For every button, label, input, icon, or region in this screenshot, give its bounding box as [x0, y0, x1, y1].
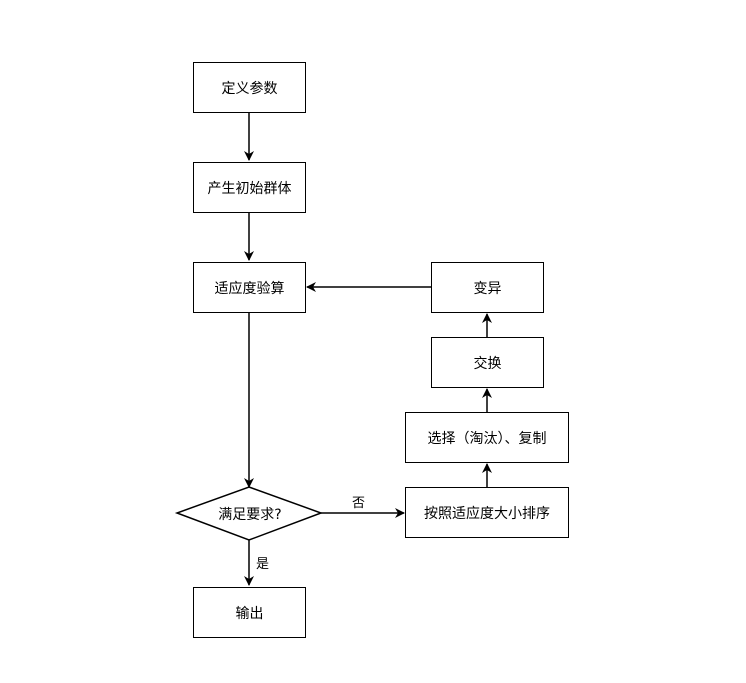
node-output: 输出: [193, 587, 306, 638]
node-fitness-eval-label: 适应度验算: [214, 280, 285, 297]
node-init-population-label: 产生初始群体: [207, 180, 292, 197]
node-mutation: 变异: [431, 262, 544, 313]
node-condition-label: 满足要求?: [218, 507, 282, 523]
edge-label-yes: 是: [256, 557, 270, 572]
node-define-params: 定义参数: [193, 62, 306, 113]
node-select: 选择（淘汰）、复制: [405, 412, 569, 463]
node-select-label: 选择（淘汰）、复制: [427, 430, 547, 447]
node-init-population: 产生初始群体: [193, 162, 306, 213]
node-fitness-eval: 适应度验算: [193, 262, 306, 313]
node-mutation-label: 变异: [473, 280, 502, 297]
decision-diamond: [174, 486, 324, 541]
node-sort: 按照适应度大小排序: [405, 487, 569, 538]
node-sort-label: 按照适应度大小排序: [424, 505, 550, 522]
node-crossover: 交换: [431, 337, 544, 388]
node-define-params-label: 定义参数: [221, 80, 278, 97]
node-crossover-label: 交换: [473, 355, 502, 372]
node-output-label: 输出: [235, 605, 264, 622]
edge-label-no: 否: [352, 496, 366, 511]
